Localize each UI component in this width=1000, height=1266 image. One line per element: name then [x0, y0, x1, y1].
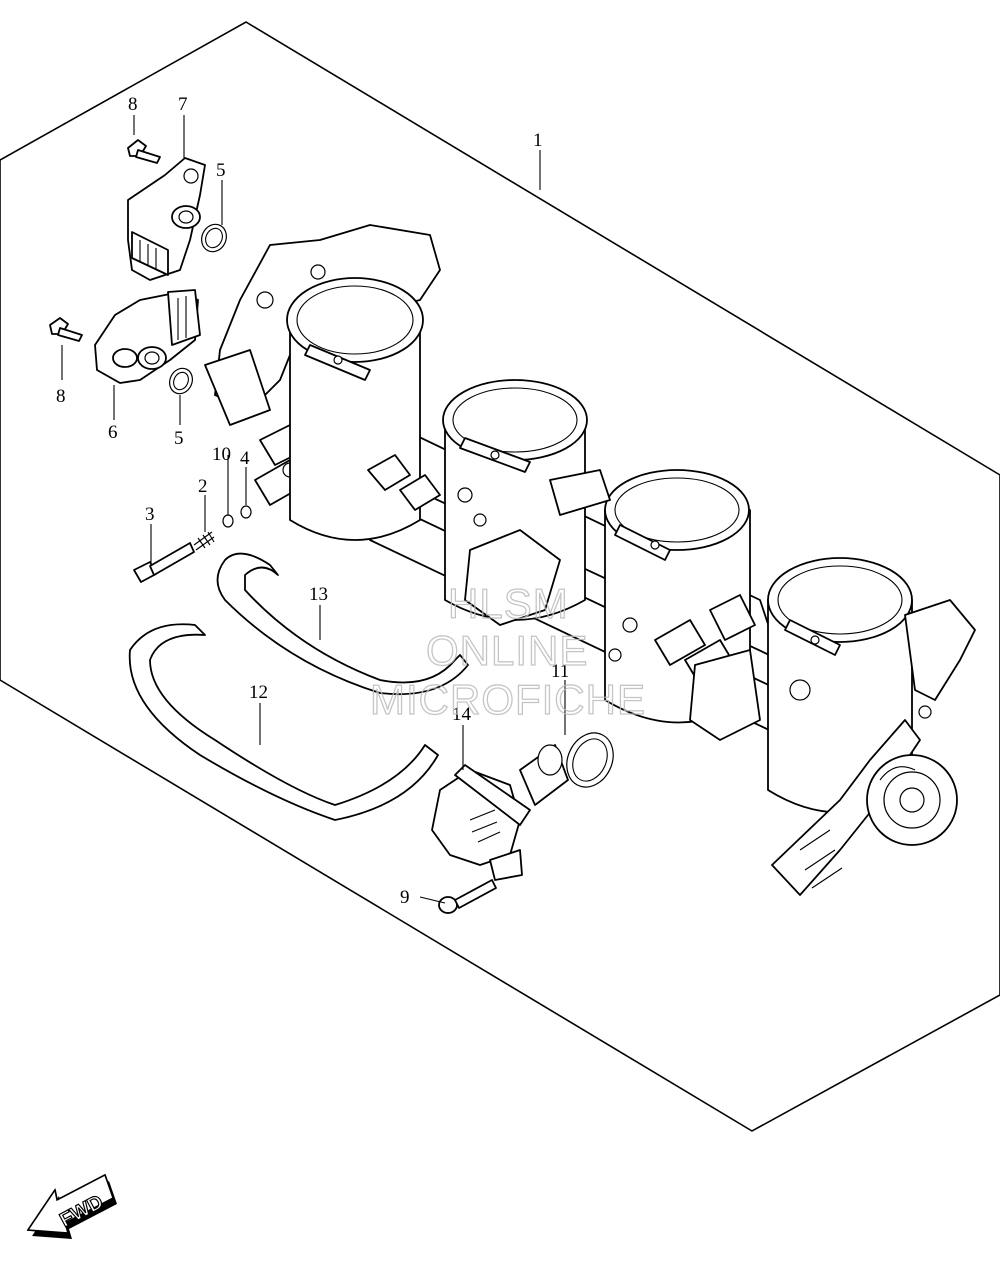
- callout-1: 1: [533, 130, 543, 151]
- screw-part-3: [133, 542, 195, 583]
- callout-3: 3: [145, 504, 155, 525]
- watermark-line-3: MICROFICHE: [370, 676, 646, 723]
- assembly-frame: [0, 21, 1000, 1132]
- callout-4: 4: [240, 448, 250, 469]
- callout-12: 12: [249, 682, 268, 703]
- callouts: 1 2 3 4 5 5 6 7 8 8 9 10 11 12 13 14: [56, 94, 569, 908]
- sensor-part-6: [94, 289, 201, 384]
- callout-8-top: 8: [128, 94, 138, 115]
- callout-8-lower: 8: [56, 386, 66, 407]
- washer-part-4: [240, 505, 252, 519]
- callout-9: 9: [400, 887, 410, 908]
- watermark: HLSM ONLINE MICROFICHE: [369, 579, 646, 723]
- callout-14: 14: [452, 704, 472, 725]
- callout-11: 11: [551, 661, 569, 682]
- hose-part-13: [216, 552, 469, 696]
- callout-5-top: 5: [216, 160, 226, 181]
- o-ring-part-5-top: [201, 223, 227, 253]
- spring-part-2: [193, 531, 215, 551]
- o-ring-part-5-lower: [169, 367, 193, 395]
- watermark-line-1: HLSM: [448, 580, 569, 627]
- watermark-line-2: ONLINE: [426, 627, 588, 674]
- callout-6: 6: [108, 422, 118, 443]
- sensor-part-7: [127, 157, 206, 281]
- bolt-part-8-lower: [49, 317, 83, 342]
- fwd-arrow-icon: FWD: [26, 1173, 117, 1239]
- washer-part-10: [222, 514, 234, 528]
- leader-lines: [61, 115, 566, 904]
- sensor-part-14: [431, 744, 569, 881]
- callout-7: 7: [178, 94, 188, 115]
- hose-part-12: [128, 623, 439, 821]
- o-ring-part-11: [566, 732, 614, 788]
- callout-10: 10: [212, 444, 231, 465]
- throttle-body-assembly: [204, 224, 976, 896]
- callout-5-lower: 5: [174, 428, 184, 449]
- screw-part-9: [438, 879, 497, 914]
- bolt-part-8-top: [127, 139, 161, 164]
- callout-2: 2: [198, 476, 208, 497]
- callout-13: 13: [309, 584, 328, 605]
